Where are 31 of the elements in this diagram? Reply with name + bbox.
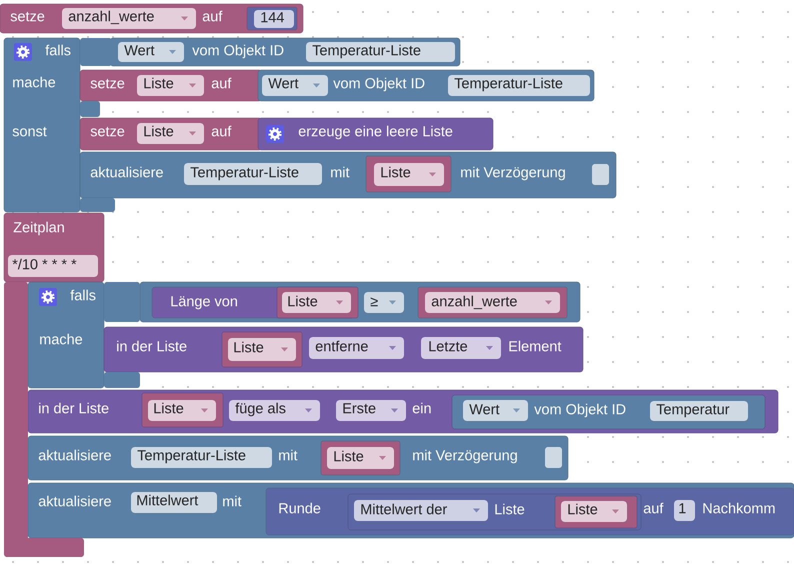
variable-block: Liste [554, 496, 638, 528]
variable-block: Liste [320, 440, 400, 476]
dropdown-field: Erste [336, 400, 406, 421]
variable-block: Liste [142, 392, 224, 428]
variable-block: Liste [366, 156, 452, 192]
dropdown-field: ≥ [364, 292, 404, 313]
variable-block: Liste [276, 286, 358, 318]
dropdown-field: Wert [118, 42, 184, 62]
dropdown-field: Wert [262, 75, 328, 96]
dropdown-field: Wert [463, 400, 528, 421]
text-field: Temperatur-Liste [448, 75, 590, 96]
variable-block: anzahl_werte [418, 286, 568, 318]
dropdown-field: Mittelwert der [354, 500, 488, 521]
text-field: */10 * * * * [8, 255, 98, 277]
dropdown-field: anzahl_werte [62, 8, 196, 29]
dropdown-field: Letzte [421, 337, 501, 359]
text-field: Temperatur [650, 401, 748, 421]
dropdown-field: füge als [229, 400, 320, 421]
control-block: falls mache sonst [4, 38, 80, 212]
dropdown-field: Liste [137, 75, 204, 96]
text-field: Temperatur-Liste [131, 447, 272, 468]
text-field: Temperatur-Liste [306, 42, 455, 62]
dropdown-field: entferne [309, 337, 404, 359]
variable-block: Liste [222, 332, 302, 368]
code-block: erzeuge eine leere Liste [258, 118, 494, 150]
text-field: Temperatur-Liste [184, 163, 322, 185]
text-field: 1 [674, 500, 695, 521]
control-block: falls mache [28, 282, 104, 388]
dropdown-field: Liste [137, 123, 204, 144]
text-field: Mittelwert [131, 492, 217, 513]
number-block: 144 [246, 6, 298, 30]
